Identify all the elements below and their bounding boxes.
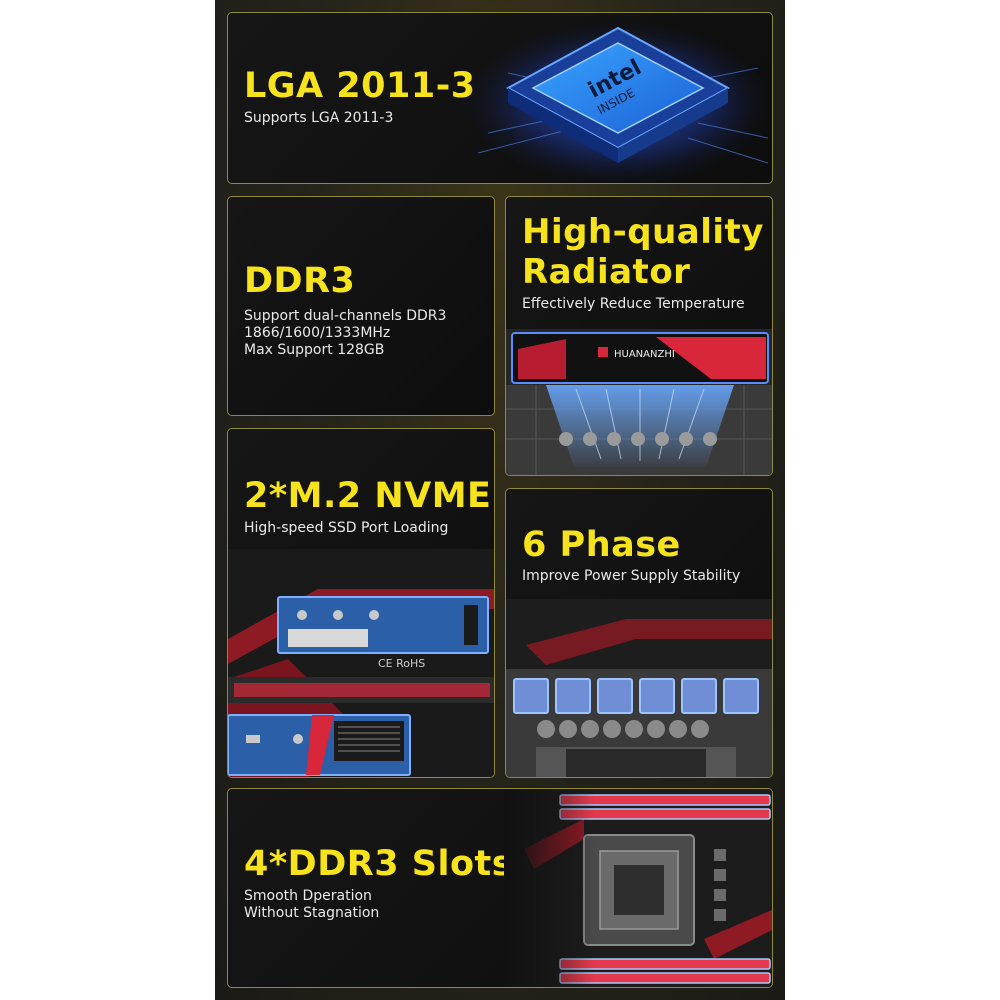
card-lga-socket: LGA 2011-3 Supports LGA 2011-3 <box>227 12 773 184</box>
card-title-line-1: High-quality <box>522 212 764 252</box>
card-title: 2*M.2 NVME <box>244 476 492 516</box>
m2-slot-illustration: CE RoHS <box>228 549 494 777</box>
card-subtitle: High-speed SSD Port Loading <box>244 520 449 536</box>
card-subtitle: Improve Power Supply Stability <box>522 568 741 584</box>
card-radiator: High-quality Radiator Effectively Reduce… <box>505 196 773 476</box>
card-title: 4*DDR3 Slots <box>244 844 514 884</box>
motherboard-socket-illustration <box>504 789 772 987</box>
cert-mark-text: CE RoHS <box>378 657 425 670</box>
cpu-chip-illustration: intel INSIDE <box>468 23 769 183</box>
card-line-2: 1866/1600/1333MHz <box>244 325 391 341</box>
card-line-1: Support dual-channels DDR3 <box>244 308 447 324</box>
card-subtitle: Supports LGA 2011-3 <box>244 110 394 126</box>
card-title: 6 Phase <box>522 525 681 565</box>
feature-strip: LGA 2011-3 Supports LGA 2011-3 <box>215 0 785 1000</box>
radiator-brand-text: HUANANZHI <box>614 349 675 360</box>
card-subtitle: Effectively Reduce Temperature <box>522 296 745 312</box>
card-line-2: Without Stagnation <box>244 905 380 921</box>
card-6-phase: 6 Phase Improve Power Supply Stability <box>505 488 773 778</box>
heatsink-illustration: HUANANZHI <box>506 329 772 475</box>
card-title-line-2: Radiator <box>522 252 691 292</box>
card-line-3: Max Support 128GB <box>244 342 385 358</box>
card-title: DDR3 <box>244 261 356 301</box>
card-ddr3: DDR3 Support dual-channels DDR3 1866/160… <box>227 196 495 416</box>
card-line-1: Smooth Dperation <box>244 888 372 904</box>
power-phase-illustration <box>506 599 772 777</box>
brand-logo-icon <box>598 347 608 357</box>
card-title: LGA 2011-3 <box>244 66 476 106</box>
card-m2-nvme: 2*M.2 NVME High-speed SSD Port Loading C… <box>227 428 495 778</box>
card-ddr3-slots: 4*DDR3 Slots Smooth Dperation Without St… <box>227 788 773 988</box>
